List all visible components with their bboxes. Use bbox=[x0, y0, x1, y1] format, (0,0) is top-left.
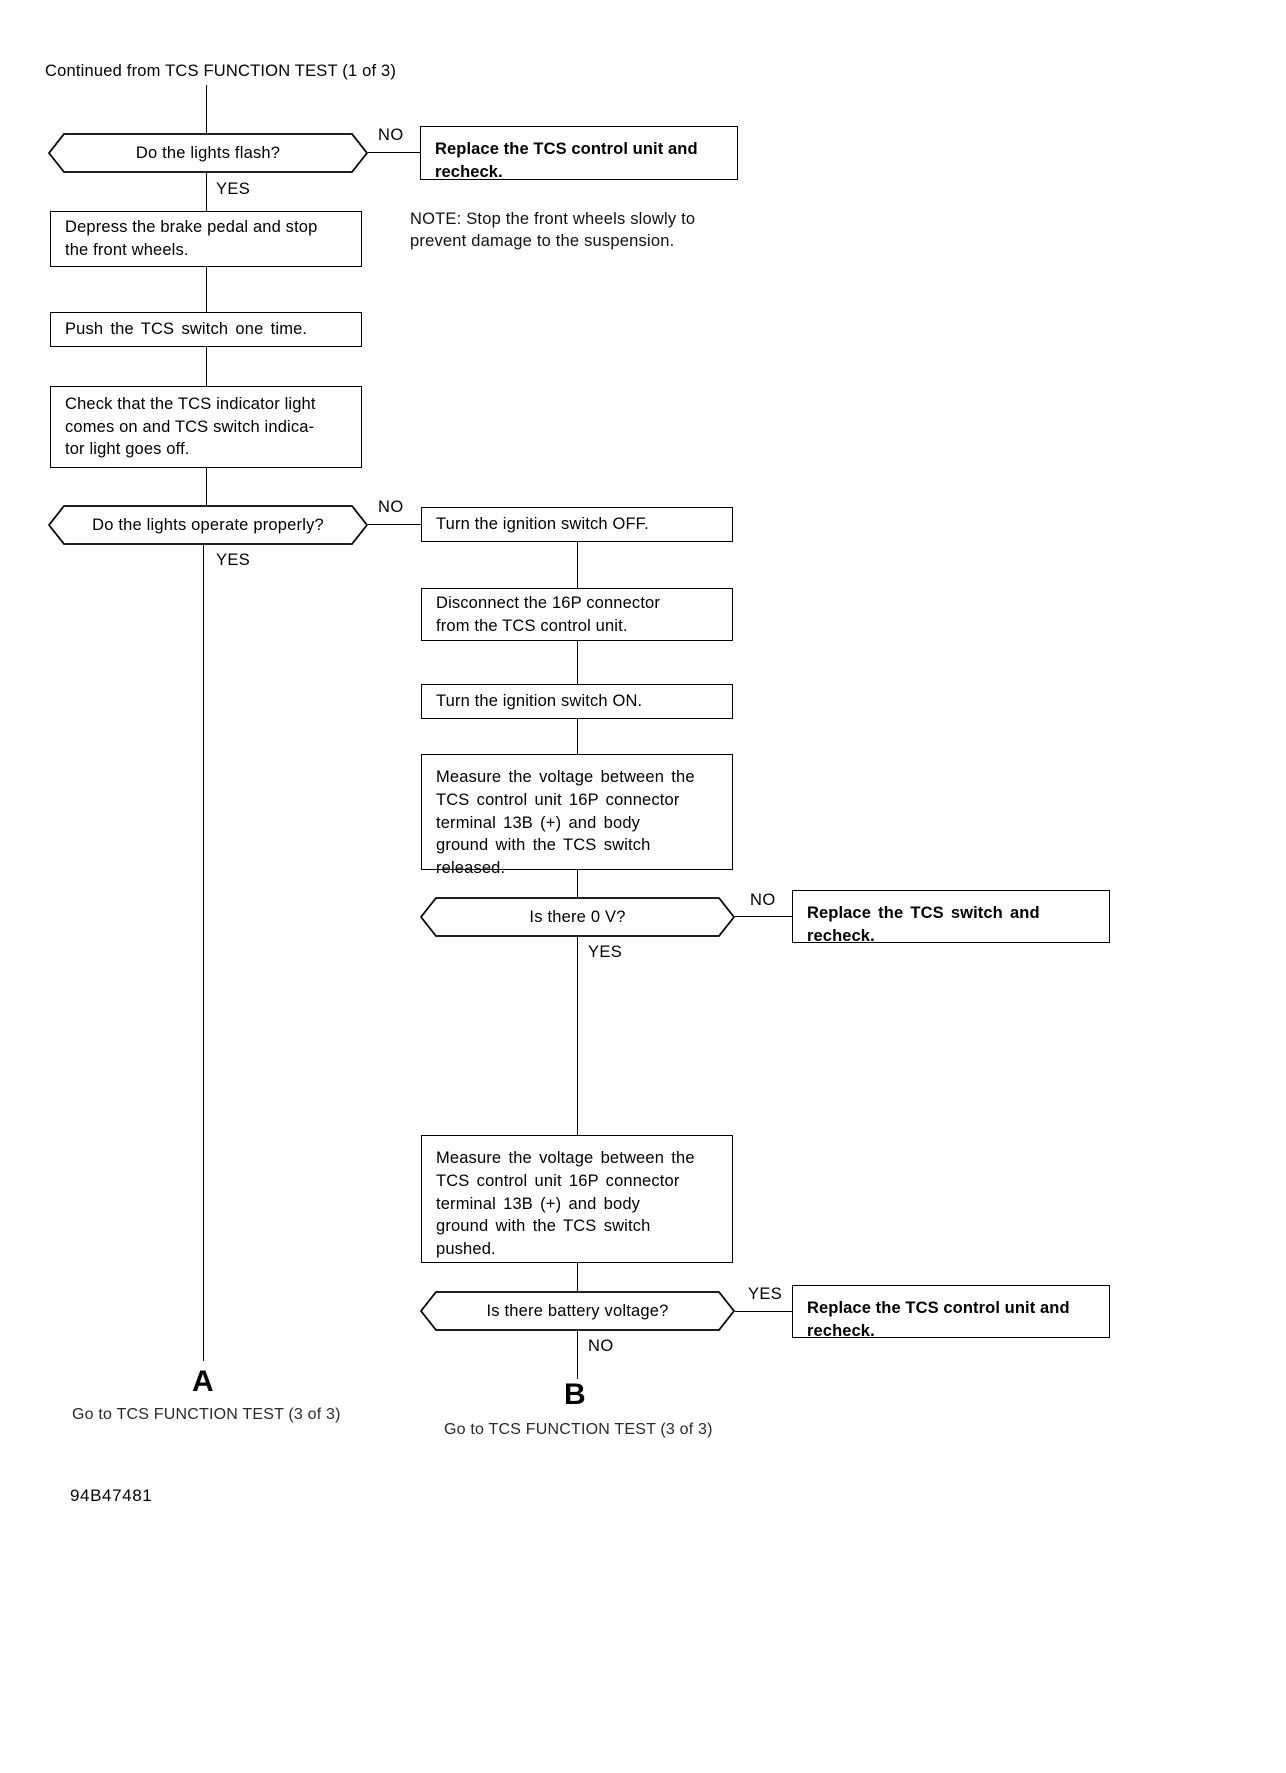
box-measure-voltage-switch-released: Measure the voltage between the TCS cont… bbox=[421, 754, 733, 877]
decision-hexagon-shape bbox=[420, 1291, 735, 1331]
box-text: Replace the TCS control unit and recheck… bbox=[807, 1299, 1070, 1340]
box-text: Push the TCS switch one time. bbox=[65, 320, 308, 339]
decision-is-there-battery-voltage[interactable]: Is there battery voltage? bbox=[420, 1291, 735, 1331]
connector-brake-to-push bbox=[206, 267, 207, 312]
connector-ignitionoff-to-disconnect bbox=[577, 542, 578, 588]
connector-ignitionon-to-measure1 bbox=[577, 719, 578, 754]
decision-is-there-0v[interactable]: Is there 0 V? bbox=[420, 897, 735, 937]
decision-do-the-lights-operate-properly[interactable]: Do the lights operate properly? bbox=[48, 505, 368, 545]
branch-label-yes-3: YES bbox=[588, 943, 623, 961]
connector-decision4-no bbox=[577, 1331, 578, 1379]
box-text: Replace the TCS switch and recheck. bbox=[807, 904, 1040, 945]
connector-measure1-to-decision3 bbox=[577, 870, 578, 897]
branch-label-no-1: NO bbox=[378, 126, 404, 144]
connector-decision3-yes bbox=[577, 937, 578, 1135]
connector-check-to-decision2 bbox=[206, 468, 207, 505]
connector-measure2-to-decision4 bbox=[577, 1263, 578, 1291]
connector-decision3-no bbox=[735, 916, 792, 917]
decision-hexagon-shape bbox=[420, 897, 735, 937]
branch-label-no-2: NO bbox=[378, 498, 404, 516]
box-text: Replace the TCS control unit and recheck… bbox=[435, 140, 698, 181]
branch-label-no-4: NO bbox=[588, 1337, 614, 1355]
branch-label-yes-1: YES bbox=[216, 180, 251, 198]
box-push-tcs-switch: Push the TCS switch one time. bbox=[50, 312, 362, 347]
page-header-text: Continued from TCS FUNCTION TEST (1 of 3… bbox=[45, 62, 397, 80]
decision-label: Do the lights operate properly? bbox=[92, 515, 324, 534]
decision-label: Is there battery voltage? bbox=[486, 1301, 669, 1320]
connector-disconnect-to-ignitionon bbox=[577, 641, 578, 684]
branch-label-no-3: NO bbox=[750, 891, 776, 909]
connector-decision2-yes-long bbox=[203, 545, 204, 1361]
box-turn-ignition-off: Turn the ignition switch OFF. bbox=[421, 507, 733, 542]
page-connector-a-letter: A bbox=[192, 1365, 215, 1398]
connector-decision2-no bbox=[368, 524, 421, 525]
branch-label-yes-2: YES bbox=[216, 551, 251, 569]
box-text: Turn the ignition switch ON. bbox=[436, 692, 643, 711]
box-replace-tcs-control-unit-2: Replace the TCS control unit and recheck… bbox=[792, 1285, 1110, 1340]
connector-decision1-no bbox=[368, 152, 420, 153]
decision-label: Is there 0 V? bbox=[529, 907, 626, 926]
page-connector-a-caption: Go to TCS FUNCTION TEST (3 of 3) bbox=[72, 1406, 341, 1423]
decision-hexagon-shape bbox=[48, 133, 368, 173]
decision-do-the-lights-flash[interactable]: Do the lights flash? bbox=[48, 133, 368, 173]
connector-push-to-check bbox=[206, 347, 207, 386]
branch-label-yes-4: YES bbox=[748, 1285, 783, 1303]
box-text: Disconnect the 16P connector from the TC… bbox=[436, 593, 661, 635]
box-text: Depress the brake pedal and stop the fro… bbox=[65, 218, 318, 259]
page-connector-b-caption: Go to TCS FUNCTION TEST (3 of 3) bbox=[444, 1421, 713, 1438]
note-text: NOTE: Stop the front wheels slowly to pr… bbox=[410, 210, 696, 250]
box-replace-tcs-switch: Replace the TCS switch and recheck. bbox=[792, 890, 1110, 945]
box-check-indicator-light: Check that the TCS indicator light comes… bbox=[50, 386, 362, 468]
box-text: Measure the voltage between the TCS cont… bbox=[436, 768, 695, 878]
decision-label: Do the lights flash? bbox=[135, 143, 281, 162]
box-disconnect-16p-connector: Disconnect the 16P connector from the TC… bbox=[421, 588, 733, 641]
box-text: Measure the voltage between the TCS cont… bbox=[436, 1149, 695, 1259]
connector-header-to-decision1 bbox=[206, 85, 207, 135]
box-text: Turn the ignition switch OFF. bbox=[436, 515, 649, 534]
box-depress-brake-pedal: Depress the brake pedal and stop the fro… bbox=[50, 211, 362, 267]
box-replace-tcs-control-unit-1: Replace the TCS control unit and recheck… bbox=[420, 126, 738, 181]
connector-decision1-yes bbox=[206, 173, 207, 211]
document-id-label: 94B47481 bbox=[70, 1486, 153, 1505]
decision-hexagon-shape bbox=[48, 505, 368, 545]
box-text: Check that the TCS indicator light comes… bbox=[65, 394, 316, 459]
box-measure-voltage-switch-pushed: Measure the voltage between the TCS cont… bbox=[421, 1135, 733, 1263]
connector-decision4-yes bbox=[735, 1311, 792, 1312]
box-turn-ignition-on: Turn the ignition switch ON. bbox=[421, 684, 733, 719]
page-connector-b-letter: B bbox=[564, 1378, 587, 1411]
